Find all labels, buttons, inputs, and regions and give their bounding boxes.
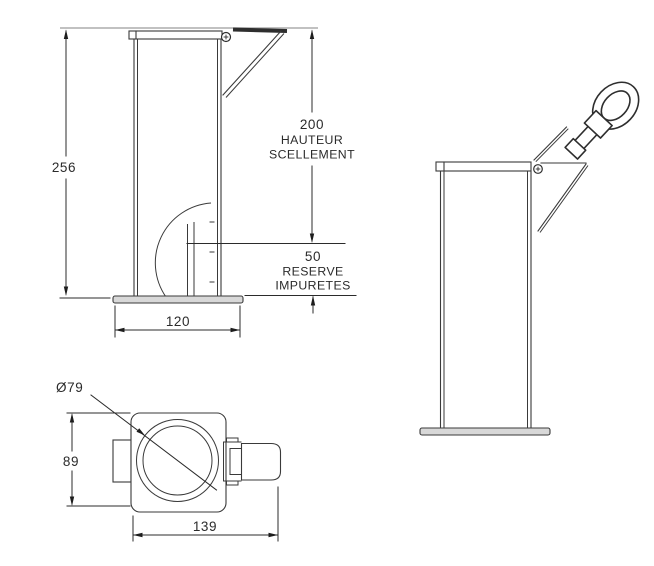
hinge-tab <box>112 439 132 483</box>
dim-depth-89: 89 <box>63 412 131 507</box>
dim-label-89: 89 <box>63 454 79 469</box>
dim-width-139: 139 <box>132 486 279 542</box>
seal-label-line1: HAUTEUR <box>281 133 343 147</box>
latch-handle <box>240 442 282 481</box>
reserve-label-line2: IMPURETES <box>275 279 350 293</box>
dim-overall-height-256: 256 <box>52 29 111 299</box>
lid-plan <box>130 412 227 513</box>
dim-seal-height-200: 200 HAUTEUR SCELLEMENT <box>186 29 355 244</box>
seal-label-line2: SCELLEMENT <box>269 148 355 162</box>
front-view <box>60 27 318 304</box>
dim-reserve-50: 50 RESERVE IMPURETES <box>244 249 357 314</box>
reserve-label-line1: RESERVE <box>282 265 343 279</box>
dim-label-50: 50 <box>305 249 321 264</box>
side-view <box>419 81 640 436</box>
front-collar <box>128 30 223 40</box>
dim-base-width-120: 120 <box>114 305 241 338</box>
front-open-lid <box>232 27 288 33</box>
side-bracket-hypotenuse <box>537 163 587 232</box>
side-base-plate <box>419 427 551 436</box>
side-collar <box>435 161 532 172</box>
opening-outer-circle <box>136 419 219 502</box>
front-lid-strut <box>222 30 282 96</box>
opening-inner-circle <box>142 425 213 496</box>
scoop-arc <box>154 202 212 298</box>
front-base-plate <box>112 295 244 304</box>
top-view <box>112 412 282 513</box>
dim-label-120: 120 <box>166 314 190 329</box>
latch-bracket-inner <box>229 448 242 475</box>
dim-label-200: 200 <box>300 117 324 132</box>
hinge-screw-icon <box>533 164 543 174</box>
key-icon <box>564 81 640 160</box>
side-open-lid <box>533 126 568 161</box>
dim-label-139: 139 <box>193 519 217 534</box>
dim-label-diameter: Ø79 <box>56 380 83 395</box>
dim-diameter-79: Ø79 <box>56 380 218 491</box>
dim-label-256: 256 <box>52 160 76 175</box>
hinge-screw-icon <box>220 31 232 43</box>
